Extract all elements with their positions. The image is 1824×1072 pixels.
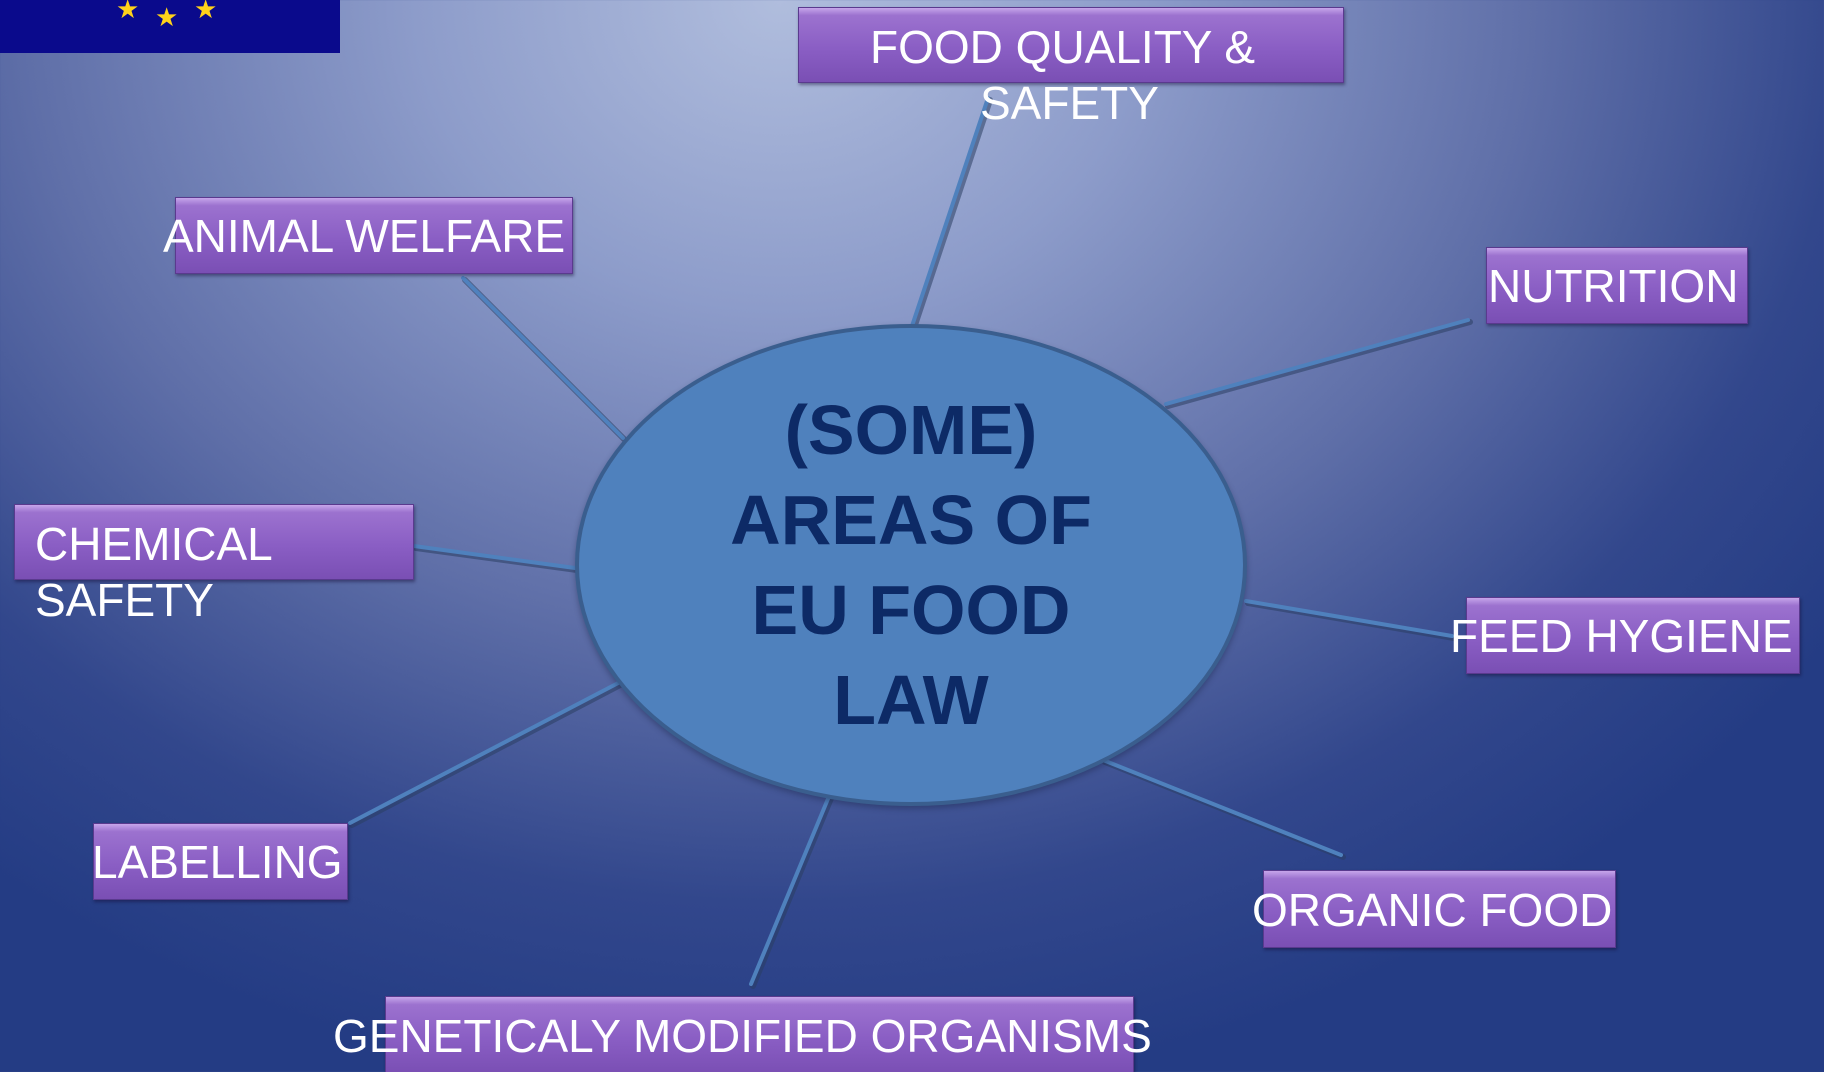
connector-feed-hygiene: [1244, 599, 1454, 638]
connector-organic-food: [1101, 758, 1343, 857]
food-quality-box: [798, 7, 1344, 83]
eu-flag: ★ ★ ★: [0, 0, 340, 53]
eu-star-icon: ★: [116, 0, 140, 24]
chemical-safety-box: [14, 504, 414, 580]
nutrition-label: NUTRITION: [1488, 260, 1739, 312]
central-hub: (SOME) AREAS OF EU FOOD LAW: [575, 324, 1247, 806]
animal-welfare-label: ANIMAL WELFARE: [163, 210, 566, 262]
hub-title: (SOME) AREAS OF EU FOOD LAW: [730, 391, 1092, 739]
feed-hygiene-box: [1466, 597, 1800, 674]
eu-star-icon: ★: [194, 0, 218, 24]
food-quality-label-line2: SAFETY: [980, 77, 1159, 129]
gmo-label: GENETICALY MODIFIED ORGANISMS: [333, 1010, 1152, 1062]
nutrition-box: [1486, 247, 1748, 324]
connector-labelling: [348, 679, 624, 825]
connector-nutrition: [1164, 318, 1470, 406]
connector-animal-welfare: [461, 276, 625, 440]
chemical-safety-label-line2: SAFETY: [35, 574, 214, 626]
eu-star-icon: ★: [155, 2, 179, 32]
organic-food-label: ORGANIC FOOD: [1252, 884, 1613, 936]
organic-food-box: [1263, 870, 1616, 948]
connector-chemical-safety: [412, 544, 577, 570]
gmo-box: [385, 996, 1134, 1072]
feed-hygiene-label: FEED HYGIENE: [1450, 610, 1793, 662]
connector-food-quality: [910, 96, 990, 328]
labelling-label: LABELLING: [92, 836, 343, 888]
connector-gmo: [749, 792, 832, 986]
chemical-safety-label-line1: CHEMICAL: [35, 518, 273, 570]
food-quality-label-line1: FOOD QUALITY &: [870, 21, 1256, 73]
labelling-box: [93, 823, 348, 900]
animal-welfare-box: [175, 197, 573, 274]
